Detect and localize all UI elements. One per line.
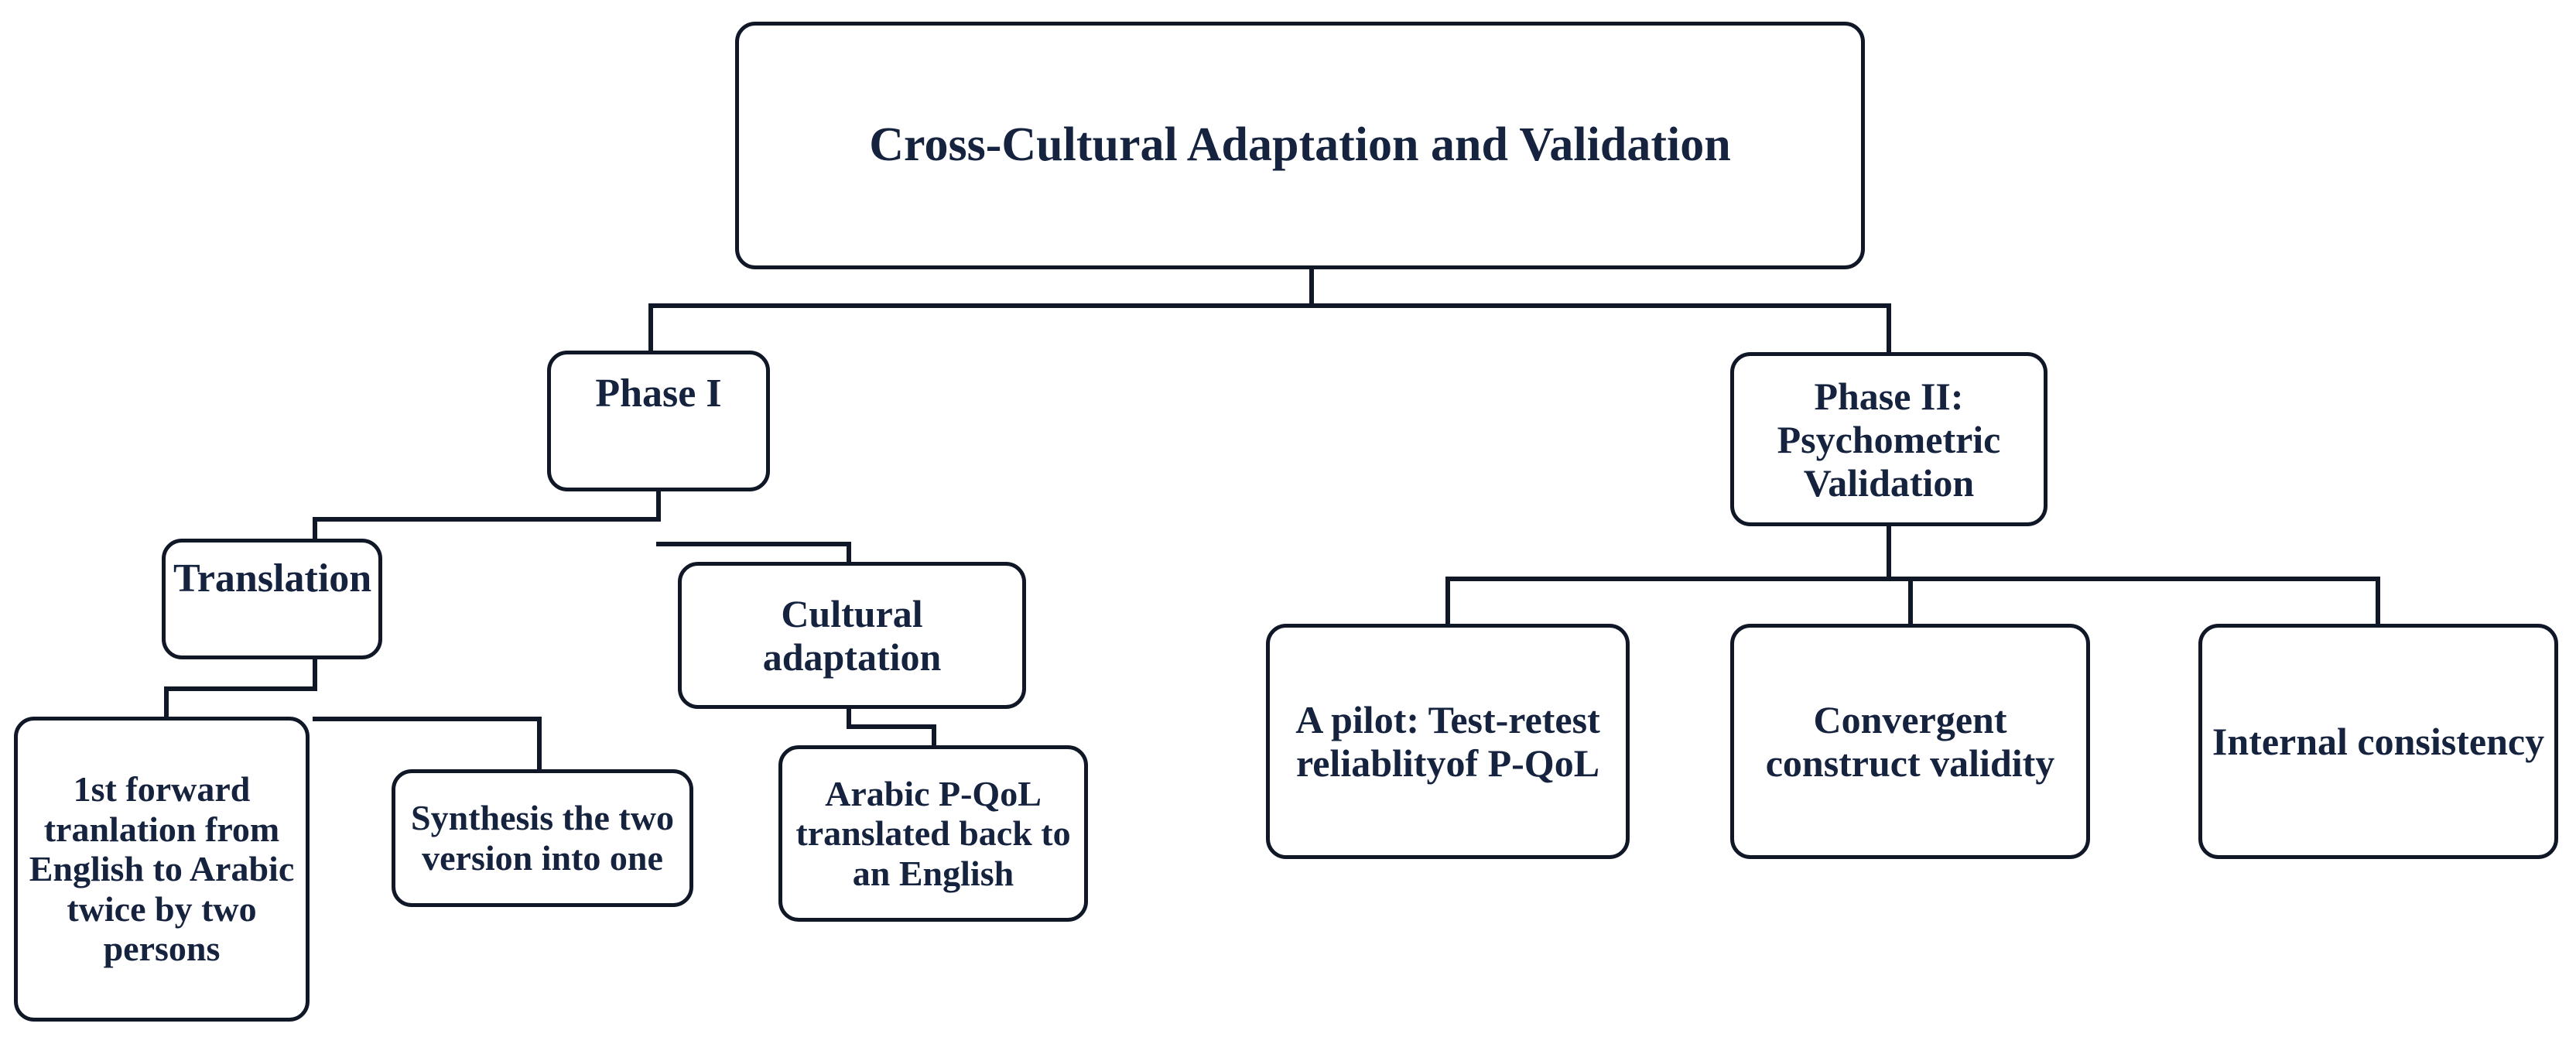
connector-cultural-to-backtrans	[932, 724, 936, 749]
node-cross-cultural-adaptation-and-validation[interactable]: Cross-Cultural Adaptation and Validation	[735, 22, 1865, 269]
connector-phase2-trunk	[1887, 525, 1891, 580]
connector-phase2-bar	[1445, 577, 2380, 581]
node-synthesis-label: Synthesis the two version into one	[411, 798, 674, 878]
connector-phase2-to-pilot	[1445, 577, 1450, 626]
node-phase-1[interactable]: Phase I	[547, 351, 770, 491]
node-back-translation-label: Arabic P-QoL translated back to an Engli…	[795, 773, 1071, 893]
connector-phase2-to-internal	[2376, 577, 2380, 626]
node-cultural-adaptation-label: Cultural adaptation	[762, 592, 942, 679]
node-back-translation[interactable]: Arabic P-QoL translated back to an Engli…	[778, 745, 1088, 922]
node-pilot-test-retest-reliability[interactable]: A pilot: Test-retest reliablityof P-QoL	[1266, 624, 1630, 859]
node-internal-consistency[interactable]: Internal consistency	[2198, 624, 2558, 859]
connector-cultural-bar	[847, 724, 936, 729]
connector-root-to-phase1	[648, 303, 653, 353]
node-pilot-label: A pilot: Test-retest reliablityof P-QoL	[1295, 698, 1600, 785]
node-convergent-label: Convergent construct validity	[1765, 698, 2055, 785]
connector-root-trunk	[1309, 267, 1314, 308]
connector-translation-to-synthesis	[537, 717, 542, 772]
connector-translation-to-forward	[164, 686, 169, 719]
connector-root-to-phase2	[1887, 303, 1891, 354]
connector-phase1-to-cultural	[847, 542, 851, 565]
connector-phase1-trunk	[656, 490, 661, 521]
connector-translation-bar-right	[313, 717, 542, 721]
node-root-label: Cross-Cultural Adaptation and Validation	[869, 118, 1731, 172]
node-internal-label: Internal consistency	[2212, 720, 2545, 763]
node-convergent-construct-validity[interactable]: Convergent construct validity	[1730, 624, 2090, 859]
connector-cultural-trunk	[847, 707, 851, 729]
node-forward-translation-label: 1st forward tranlation from English to A…	[29, 769, 295, 969]
connector-translation-trunk	[313, 658, 317, 690]
connector-root-bar	[648, 303, 1891, 308]
node-first-forward-translation[interactable]: 1st forward tranlation from English to A…	[14, 717, 310, 1022]
connector-phase1-bar-right	[656, 542, 851, 546]
node-cultural-adaptation[interactable]: Cultural adaptation	[678, 562, 1026, 709]
connector-phase1-to-translation	[313, 517, 317, 542]
node-phase-2-psychometric-validation[interactable]: Phase II: Psychometric Validation	[1730, 352, 2047, 526]
node-phase2-label: Phase II: Psychometric Validation	[1777, 374, 2001, 505]
node-translation-label: Translation	[173, 556, 372, 601]
connector-phase2-to-convergent	[1908, 577, 1913, 626]
node-translation[interactable]: Translation	[162, 539, 382, 659]
node-phase1-label: Phase I	[595, 371, 722, 416]
node-synthesis-two-versions[interactable]: Synthesis the two version into one	[392, 769, 693, 907]
connector-phase1-bar-left	[313, 517, 661, 522]
connector-translation-bar-left	[164, 686, 317, 691]
